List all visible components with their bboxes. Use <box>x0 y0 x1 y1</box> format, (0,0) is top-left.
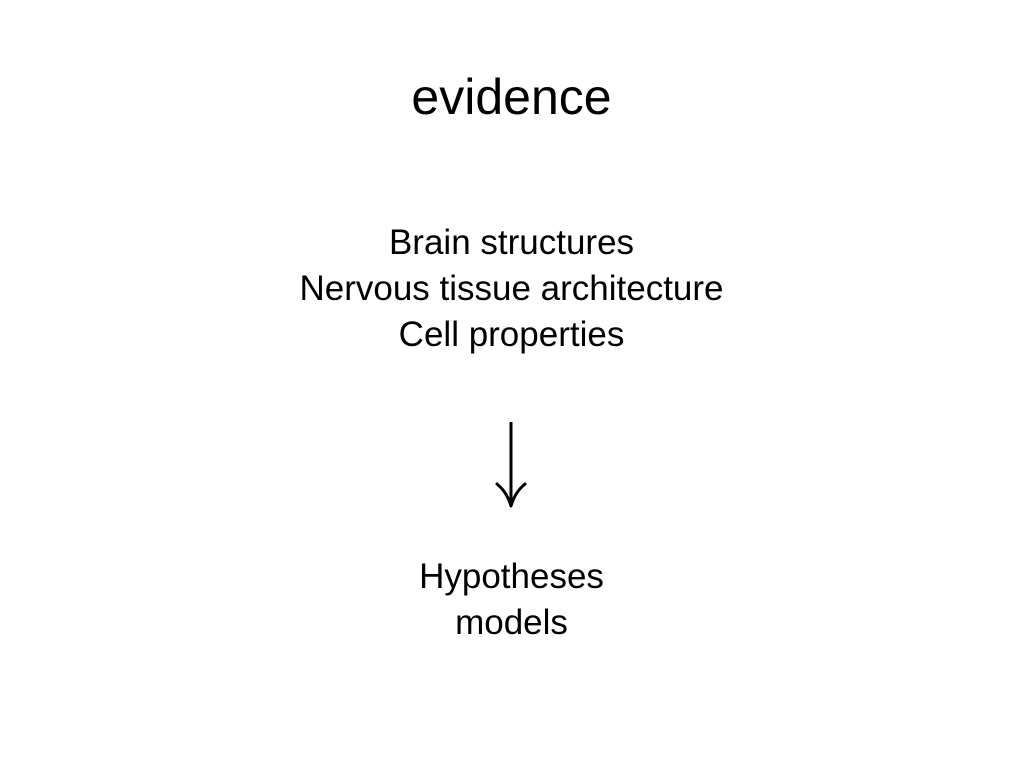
evidence-item-cell-properties: Cell properties <box>398 315 625 354</box>
evidence-item-nervous-tissue: Nervous tissue architecture <box>299 269 724 308</box>
result-item-models: models <box>455 603 568 642</box>
arrow-down-icon <box>495 422 527 508</box>
result-list: Hypotheses models <box>0 554 1023 646</box>
result-item-hypotheses: Hypotheses <box>419 557 604 596</box>
slide-title: evidence <box>411 69 612 125</box>
evidence-list: Brain structures Nervous tissue architec… <box>0 220 1023 358</box>
evidence-item-brain-structures: Brain structures <box>388 223 635 262</box>
